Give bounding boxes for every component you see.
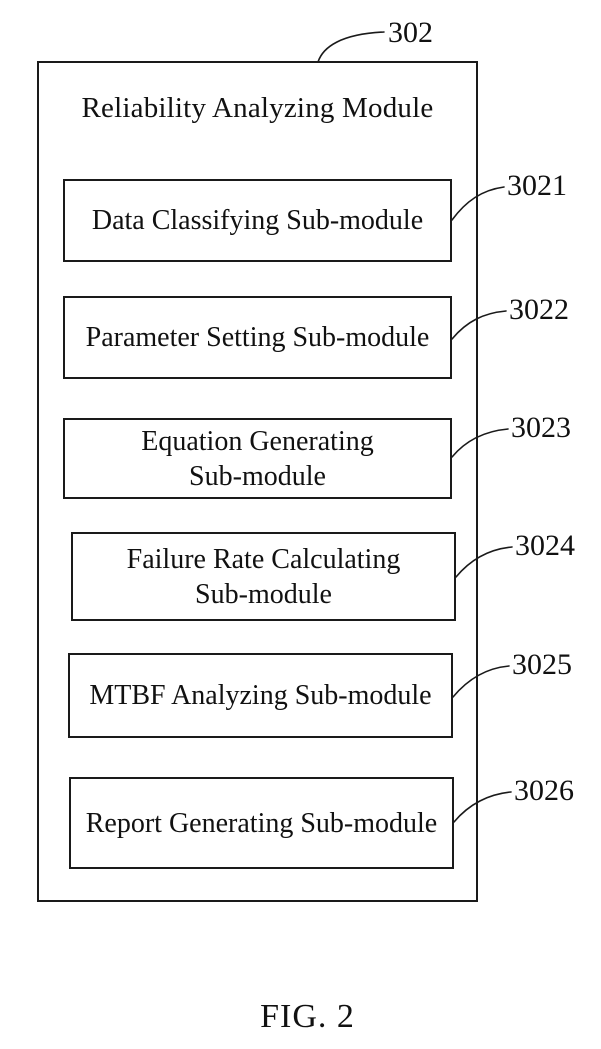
submodule-label: Parameter Setting Sub-module <box>85 322 430 353</box>
submodule-box-parameter-setting: Parameter Setting Sub-module <box>63 296 452 379</box>
submodule-label: Equation Generating Sub-module <box>141 425 374 492</box>
ref-label-3023: 3023 <box>511 411 571 444</box>
submodule-box-report-generating: Report Generating Sub-module <box>69 777 454 869</box>
ref-label-3026: 3026 <box>514 774 574 807</box>
module-title: Reliability Analyzing Module <box>81 92 434 124</box>
submodule-label: MTBF Analyzing Sub-module <box>89 680 432 711</box>
submodule-box-failure-rate-calculating: Failure Rate Calculating Sub-module <box>71 532 456 621</box>
ref-label-3022: 3022 <box>509 293 569 326</box>
figure-caption: FIG. 2 <box>260 998 355 1035</box>
submodule-box-data-classifying: Data Classifying Sub-module <box>63 179 452 262</box>
ref-label-302: 302 <box>388 16 433 49</box>
ref-label-3021: 3021 <box>507 169 567 202</box>
submodule-label: Report Generating Sub-module <box>85 807 438 839</box>
ref-label-3024: 3024 <box>515 529 575 562</box>
reliability-analyzing-module-box <box>37 61 478 902</box>
submodule-label: Data Classifying Sub-module <box>91 205 424 236</box>
submodule-label: Failure Rate Calculating Sub-module <box>126 543 401 610</box>
ref-label-3025: 3025 <box>512 648 572 681</box>
submodule-box-mtbf-analyzing: MTBF Analyzing Sub-module <box>68 653 453 738</box>
leader-line-302 <box>317 31 385 63</box>
submodule-box-equation-generating: Equation Generating Sub-module <box>63 418 452 499</box>
